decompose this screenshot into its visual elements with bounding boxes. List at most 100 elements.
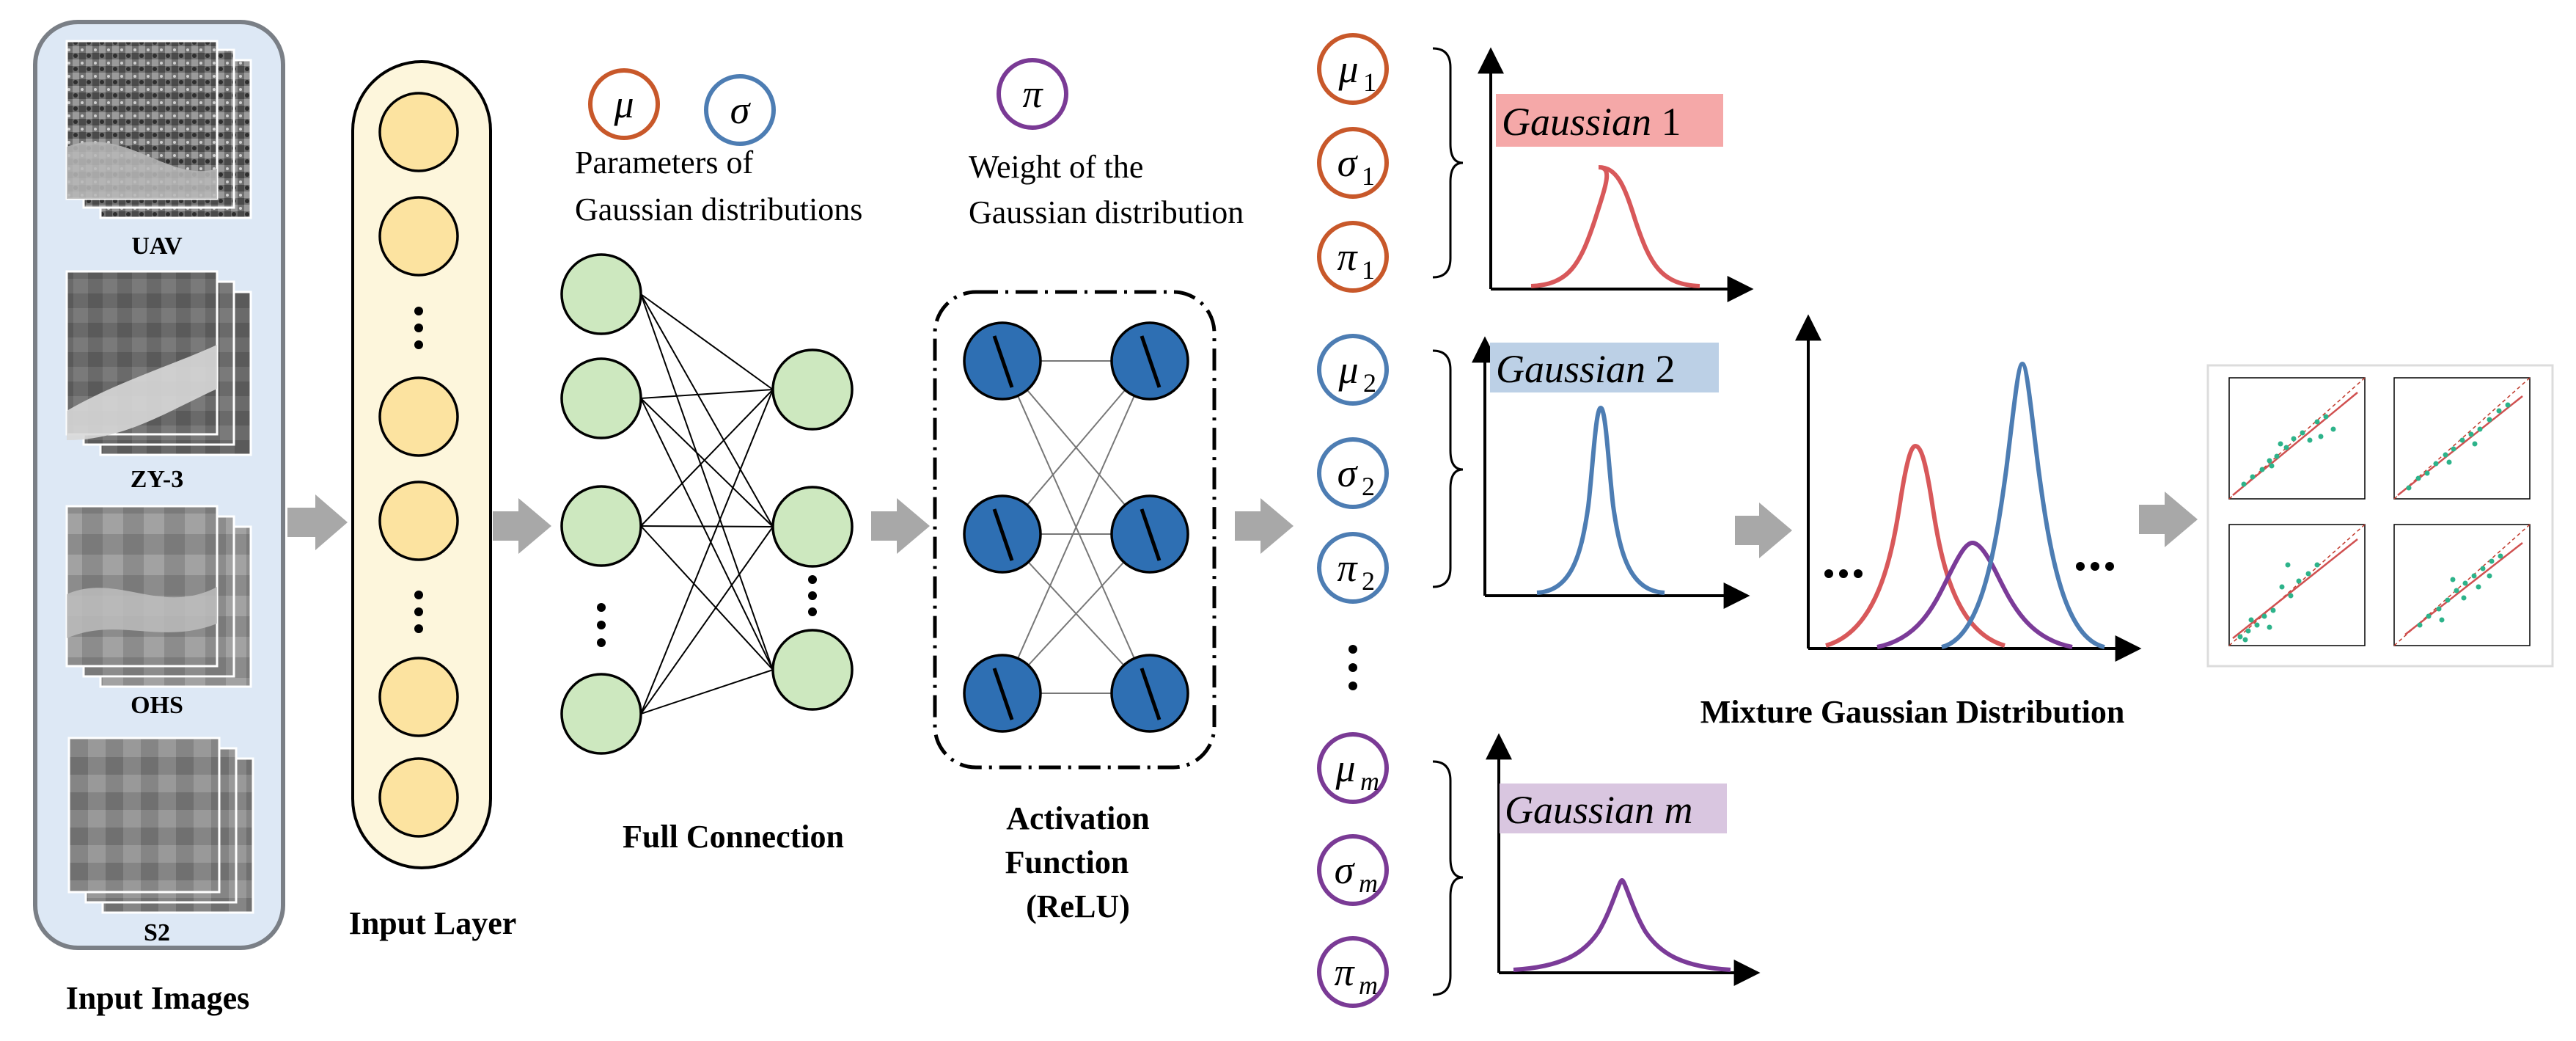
weight-caption-line2: Gaussian distribution <box>969 194 1244 230</box>
parameter-ellipsis <box>1348 645 1357 690</box>
svg-text:2: 2 <box>1363 368 1376 398</box>
param-pi-2: π 2 <box>1317 532 1389 604</box>
param-pi-1: π 1 <box>1317 221 1389 293</box>
image-stack-uav <box>65 40 252 219</box>
param-mu-2: μ 2 <box>1317 334 1389 406</box>
mixture-blue-curve <box>1941 361 2105 649</box>
mixture-title: Mixture Gaussian Distribution <box>1700 694 2125 730</box>
svg-text:2: 2 <box>1362 472 1375 501</box>
svg-text:1: 1 <box>1362 255 1375 285</box>
result-scatter-panel <box>2206 364 2554 668</box>
flow-arrow-1 <box>287 494 348 550</box>
hidden-neuron <box>771 629 854 711</box>
flow-arrow-4 <box>1235 498 1293 554</box>
mixture-left-ellipsis <box>1824 569 1863 578</box>
param-sigma-1: σ 1 <box>1317 127 1389 199</box>
svg-text:σ: σ <box>1337 451 1359 495</box>
input-layer <box>351 60 492 869</box>
param-mu-1: μ 1 <box>1317 33 1389 105</box>
param-symbol-mu: μ <box>588 68 660 140</box>
scatter-plot <box>2228 377 2531 646</box>
gaussian-1-plot <box>1478 47 1754 302</box>
gaussian-m-label: Gaussian m <box>1500 784 1727 833</box>
gaussian-m-plot <box>1486 733 1761 986</box>
input-neuron <box>378 92 459 172</box>
image-stack-zy3 <box>65 270 252 456</box>
image-stack-ohs <box>65 505 252 688</box>
hidden-neuron <box>771 486 854 568</box>
gaussian-1-curve <box>1530 165 1700 288</box>
relu-block <box>933 290 1217 770</box>
image-label-uav: UAV <box>131 233 183 260</box>
svg-text:μ: μ <box>1337 47 1358 91</box>
param-sigma-2: σ 2 <box>1317 437 1389 509</box>
svg-text:2: 2 <box>1362 566 1375 596</box>
svg-text:π: π <box>1337 546 1358 590</box>
svg-text:σ: σ <box>1335 848 1356 892</box>
full-connection-title: Full Connection <box>623 819 844 855</box>
hidden-neuron <box>560 253 642 335</box>
svg-text:m: m <box>1360 767 1379 796</box>
brace-1 <box>1432 47 1464 279</box>
svg-text:σ: σ <box>1337 141 1359 185</box>
svg-text:μ: μ <box>1337 348 1358 392</box>
svg-text:m: m <box>1359 869 1378 898</box>
flow-arrow-6 <box>2139 492 2198 547</box>
input-images-panel: UAV ZY-3 OHS S2 <box>33 20 285 950</box>
gaussian-1-label: Gaussian 1 <box>1496 94 1723 147</box>
param-pi-m: π m <box>1317 936 1389 1008</box>
input-neuron <box>378 657 459 737</box>
param-sigma-m: σ m <box>1317 834 1389 906</box>
svg-text:Gaussian 1: Gaussian 1 <box>1502 100 1681 144</box>
svg-text:m: m <box>1359 971 1378 1000</box>
svg-text:1: 1 <box>1362 161 1375 191</box>
hidden-neuron <box>560 673 642 755</box>
svg-text:μ: μ <box>613 82 634 126</box>
param-mu-m: μ m <box>1317 732 1389 804</box>
svg-text:1: 1 <box>1363 67 1376 97</box>
gaussian-2-curve <box>1537 406 1659 593</box>
input-neuron <box>378 196 459 277</box>
brace-2 <box>1432 349 1464 588</box>
weight-symbol-pi: π <box>997 58 1068 130</box>
brace-m <box>1432 760 1464 996</box>
svg-text:σ: σ <box>730 88 752 132</box>
params-caption-line1: Parameters of <box>575 145 753 180</box>
scatter-points <box>2237 402 2511 643</box>
image-label-s2: S2 <box>144 919 170 946</box>
mixture-purple-curve <box>1876 540 2073 649</box>
activation-title-line2: Function <box>1005 844 1129 880</box>
svg-text:π: π <box>1022 72 1043 116</box>
weight-caption-line1: Weight of the <box>969 149 1143 185</box>
flow-arrow-2 <box>493 498 551 554</box>
mixture-right-ellipsis <box>2076 562 2114 571</box>
param-symbol-sigma: σ <box>704 74 776 146</box>
gaussian-m-curve <box>1513 877 1731 972</box>
input-layer-title: Input Layer <box>349 905 517 941</box>
svg-text:Gaussian 2: Gaussian 2 <box>1496 347 1676 391</box>
activation-title-line3: (ReLU) <box>1026 888 1130 924</box>
flow-arrow-5 <box>1735 503 1792 558</box>
params-caption-line2: Gaussian distributions <box>575 191 862 227</box>
hidden-neuron <box>560 485 642 567</box>
hidden-neuron <box>560 357 642 439</box>
hidden-neuron <box>771 348 854 431</box>
image-label-ohs: OHS <box>131 692 183 719</box>
mixture-plot <box>1795 314 2142 662</box>
gaussian-2-plot <box>1472 336 1750 609</box>
input-images-title: Input Images <box>66 980 250 1016</box>
input-neuron <box>378 481 459 561</box>
input-neuron <box>378 376 459 457</box>
full-connection-network <box>560 253 854 755</box>
gaussian-2-label: Gaussian 2 <box>1490 343 1719 392</box>
activation-title-line1: Activation <box>1006 800 1150 836</box>
input-neuron <box>378 757 459 838</box>
flow-arrow-3 <box>871 498 930 554</box>
svg-text:Gaussian m: Gaussian m <box>1505 788 1693 832</box>
image-label-zy3: ZY-3 <box>131 466 183 493</box>
svg-text:μ: μ <box>1335 746 1355 790</box>
svg-text:π: π <box>1337 235 1358 279</box>
svg-text:π: π <box>1334 950 1355 994</box>
image-stack-s2 <box>67 737 254 914</box>
